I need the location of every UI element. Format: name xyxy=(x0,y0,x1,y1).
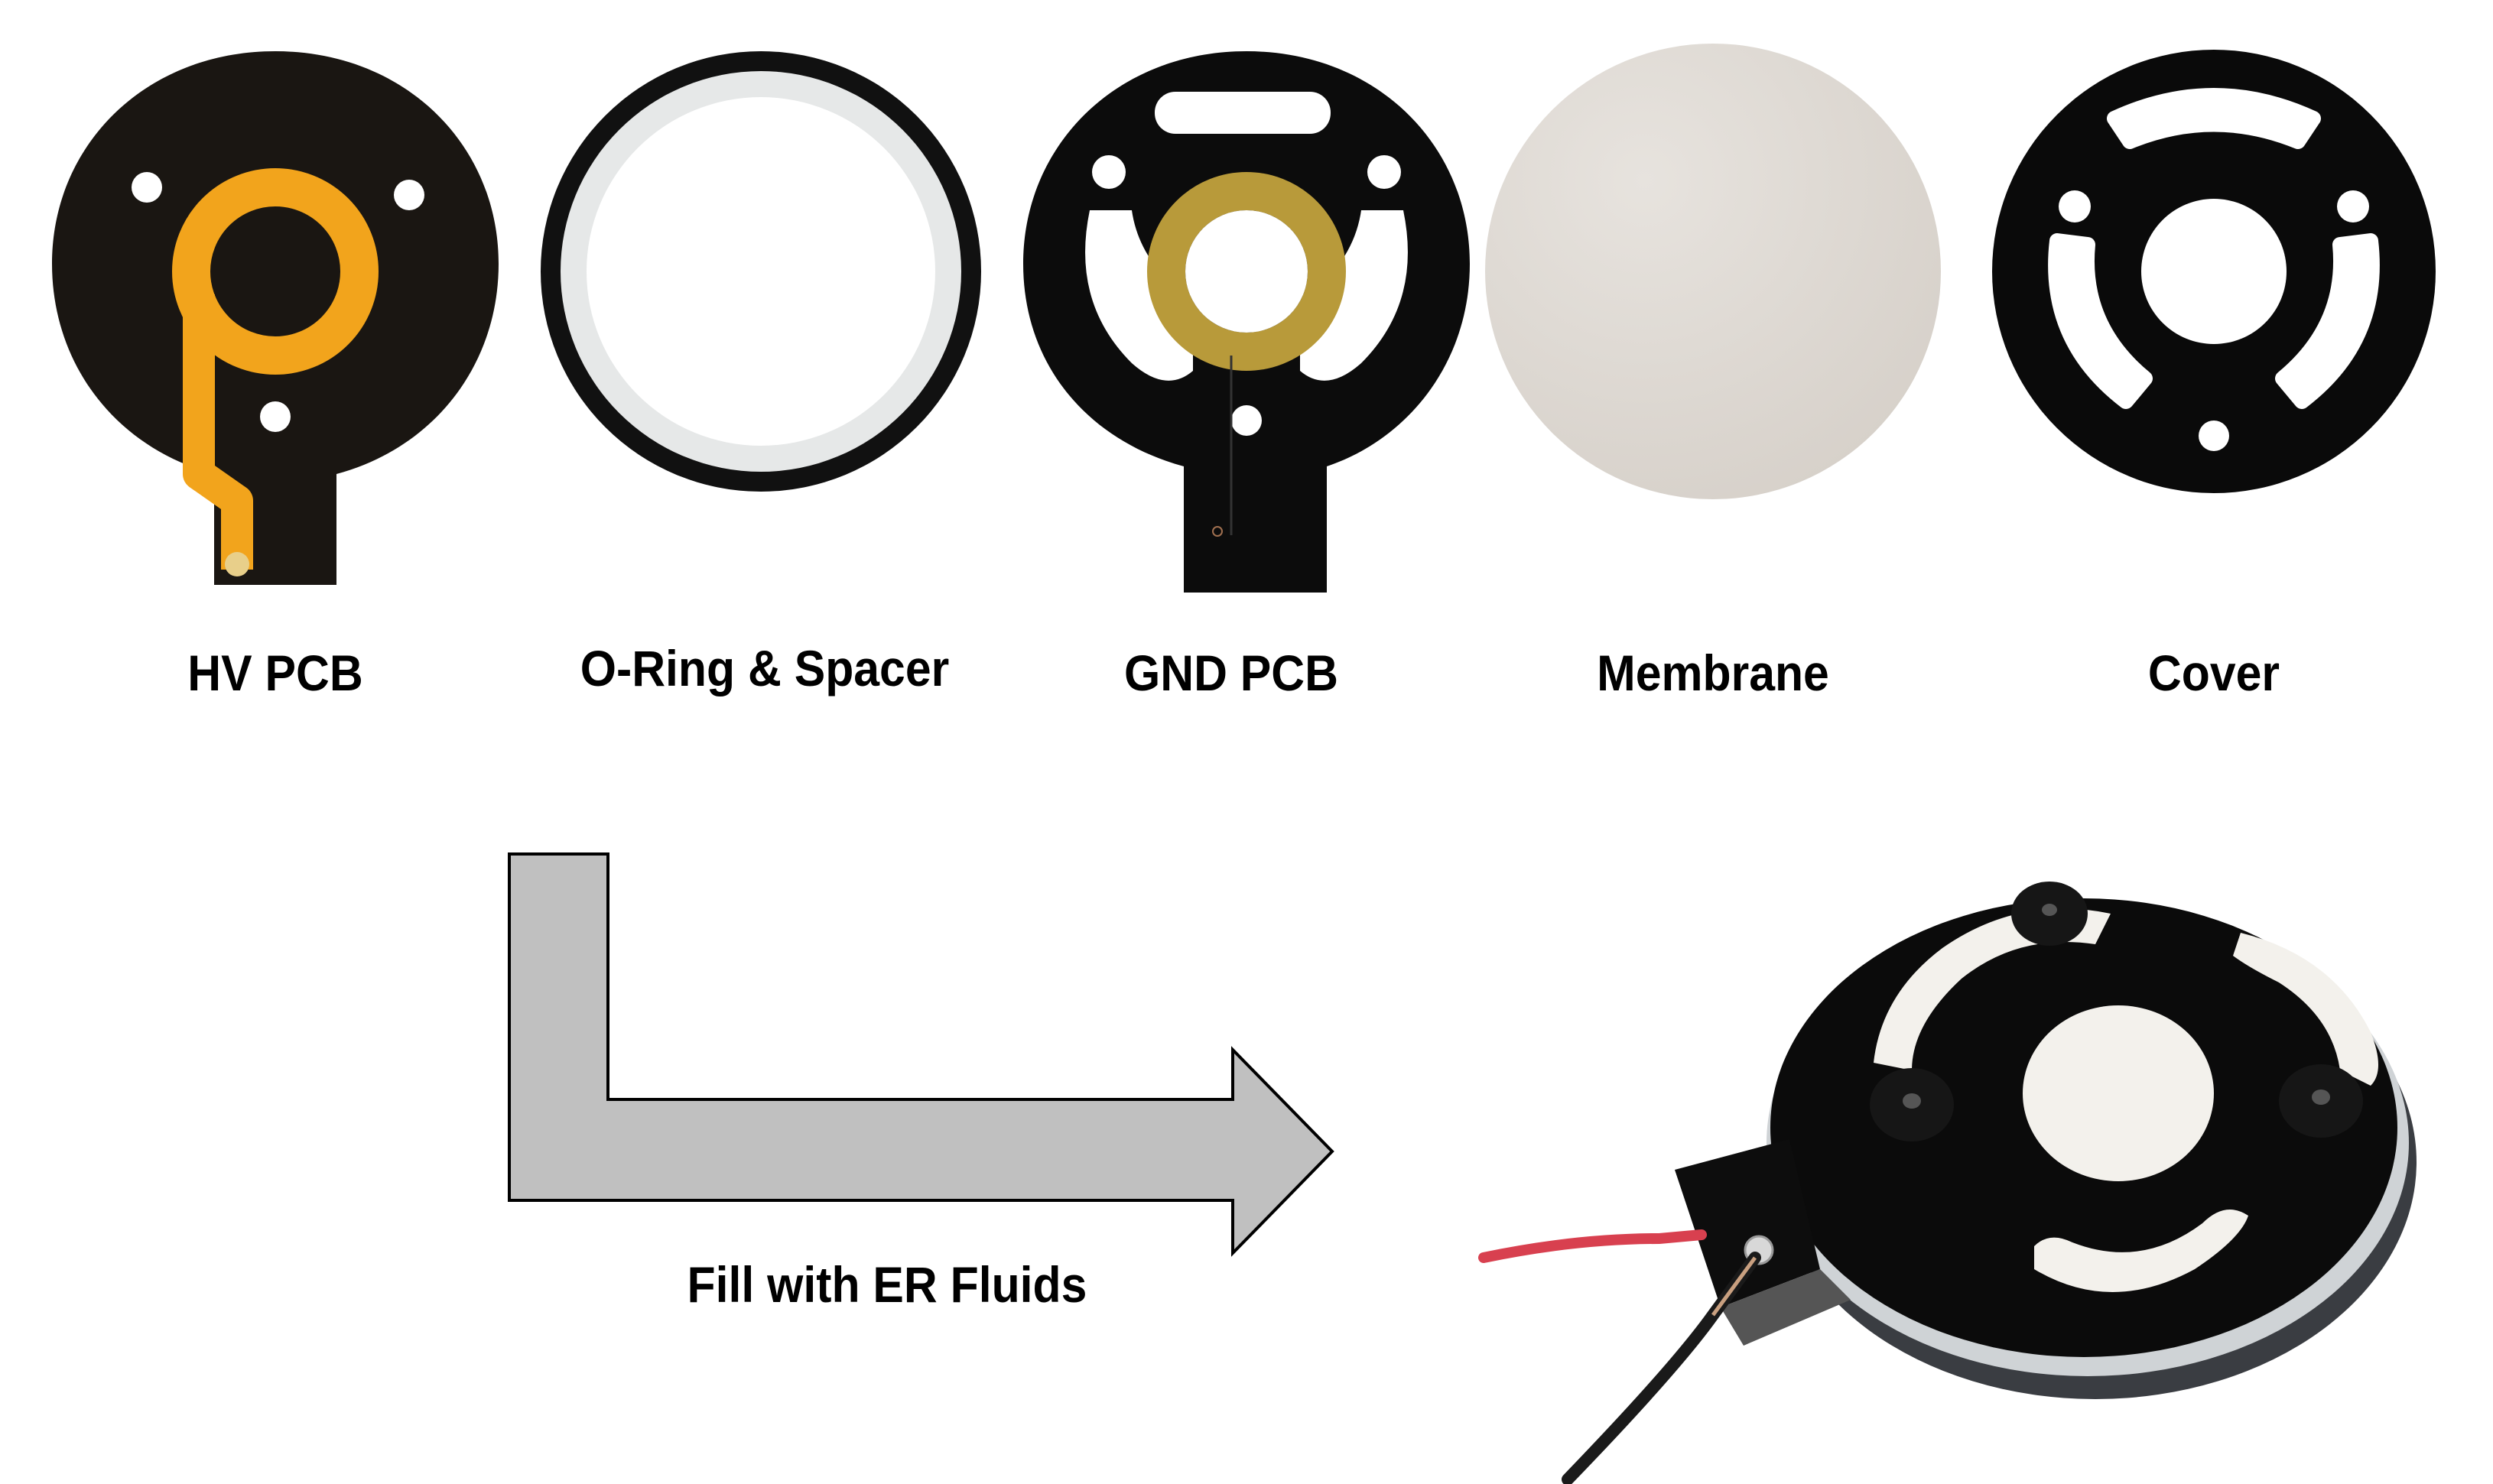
hv-pcb-label: HV PCB xyxy=(187,645,363,701)
cover-label: Cover xyxy=(2147,645,2280,701)
fill-er-fluids-label: Fill with ER Fluids xyxy=(687,1256,1087,1313)
cover-image xyxy=(1992,50,2436,493)
assembled-device-image xyxy=(1478,882,2417,1484)
membrane-label: Membrane xyxy=(1597,645,1829,701)
membrane-image xyxy=(1485,44,1941,499)
gnd-pcb-label: GND PCB xyxy=(1123,645,1338,701)
gnd-pcb-image xyxy=(1023,51,1470,593)
oring-spacer-image xyxy=(541,51,981,492)
oring-spacer-label: O-Ring & Spacer xyxy=(580,640,950,697)
hv-pcb-image xyxy=(52,51,499,585)
